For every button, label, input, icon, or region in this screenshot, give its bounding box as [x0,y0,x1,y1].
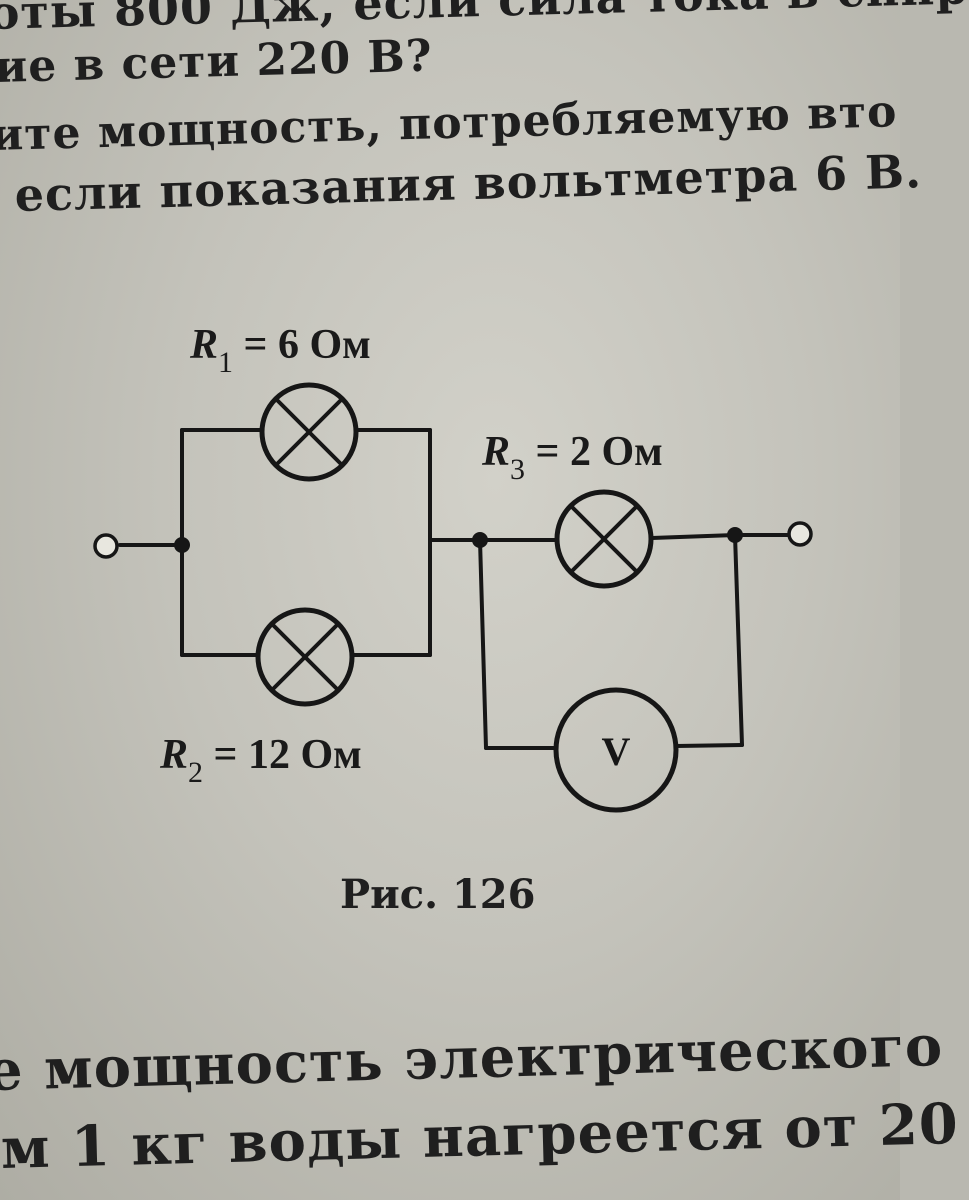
voltmeter: V [553,687,679,813]
input-terminal [93,533,119,559]
voltmeter-ring [553,687,679,813]
figure-caption: Рис. 126 [340,871,535,918]
r3-right-wire [650,533,737,540]
lamp-r3-cross [569,504,639,574]
voltmeter-right-wire [674,743,744,748]
voltmeter-symbol: V [602,729,631,774]
lamp-r1-cross [274,397,344,467]
lamp-r1 [259,382,359,482]
r3-label: R3 = 2 Ом [481,429,663,486]
series-section-wires [478,533,792,750]
voltmeter-left-vertical-wire [478,538,488,750]
r1-label: R1 = 6 Ом [189,322,371,379]
voltmeter-right-vertical-wire [733,533,744,747]
r2-label: R2 = 12 Ом [159,732,362,789]
lamp-r2-cross [270,622,340,692]
junction-node [174,537,190,553]
parallel-branch-wires [118,428,482,657]
lamp-r1-ring [259,382,359,482]
lamp-r3 [554,489,654,589]
lamp-r3-ring [554,489,654,589]
junction-node [472,532,488,548]
junction-node [727,527,743,543]
output-terminal [787,521,813,547]
circuit-diagram: V R1 = 6 Ом R3 = 2 Ом R2 = 12 Ом Рис. 12… [93,322,813,918]
lamp-r2-ring [255,607,355,707]
lamp-r2 [255,607,355,707]
